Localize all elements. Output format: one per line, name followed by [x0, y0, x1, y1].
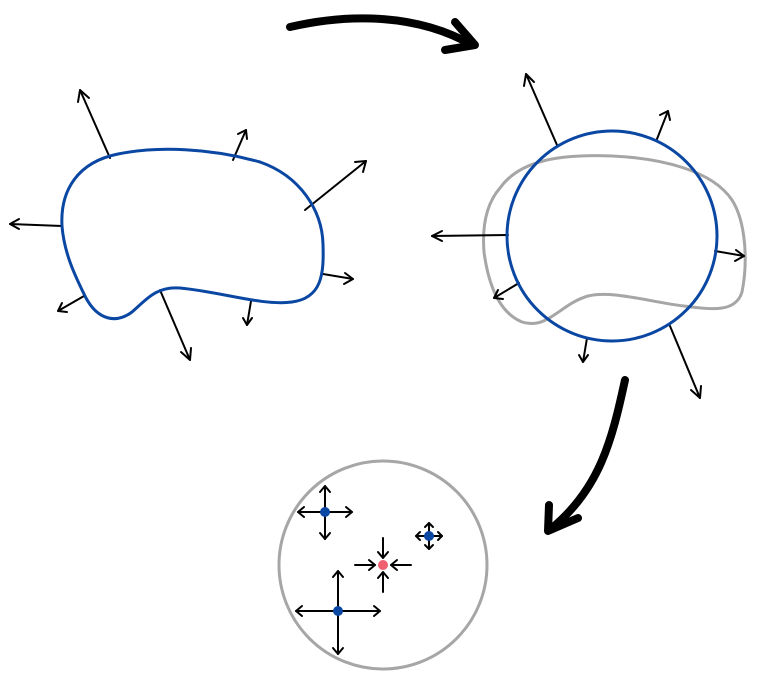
normal-vector: [669, 325, 702, 399]
normal-vector: [242, 300, 253, 326]
normal-vectors-rounded: [431, 73, 745, 399]
previous-shape-outline: [482, 154, 747, 325]
normal-vector: [714, 249, 745, 262]
curved-arrow-icon: [544, 376, 629, 535]
magnified-inset-circle: [277, 459, 489, 671]
normal-vector: [523, 73, 558, 146]
point-forces-large: [295, 570, 381, 655]
point-blue: [320, 507, 330, 517]
normal-vector: [578, 337, 589, 363]
stage-magnified-detail: [277, 459, 489, 671]
normal-vector: [159, 289, 192, 361]
normal-vector: [304, 160, 367, 211]
stage-rounded-shape: [431, 73, 747, 399]
normal-vector: [431, 230, 509, 242]
normal-vectors-initial: [9, 89, 367, 361]
normal-vector: [322, 272, 354, 285]
normal-vector: [656, 110, 671, 140]
initial-shape-outline: [60, 147, 325, 321]
normal-vector: [9, 218, 63, 230]
curved-arrow-icon: [286, 14, 479, 54]
normal-vector: [493, 282, 520, 300]
normal-vector: [57, 295, 85, 313]
point-blue: [333, 606, 343, 616]
stage-initial-shape: [9, 89, 367, 361]
point-blue: [424, 531, 434, 541]
rounded-shape-outline: [505, 129, 719, 343]
normal-vector: [77, 89, 111, 159]
point-forces-inward: [354, 537, 412, 593]
point-red: [378, 560, 388, 570]
